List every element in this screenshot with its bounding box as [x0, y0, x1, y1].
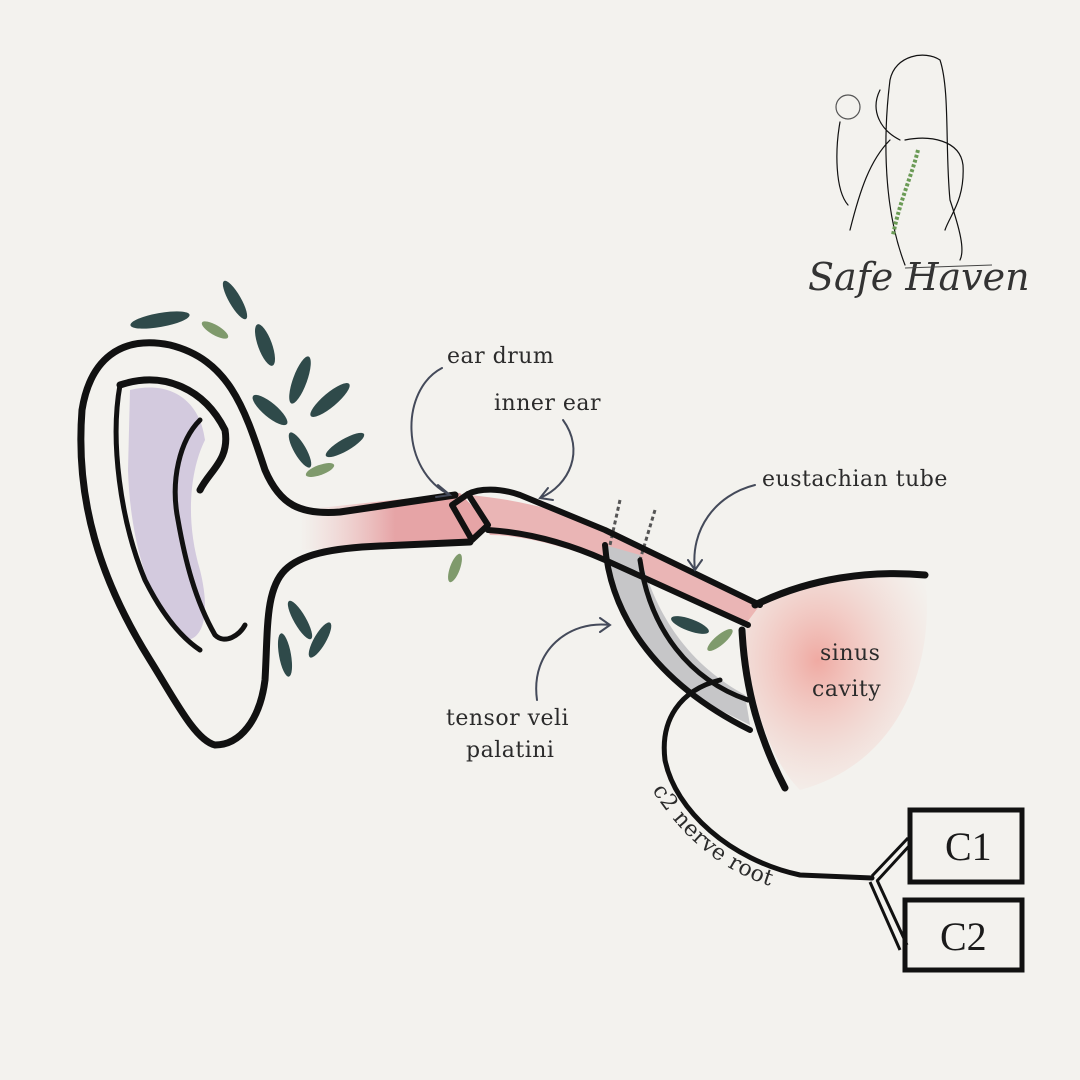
sinus-cavity-shading	[745, 573, 928, 790]
logo-text: Safe Haven	[808, 255, 1030, 299]
c2-box: C2	[902, 897, 1025, 973]
label-tensor-veli: tensor veli	[446, 706, 569, 731]
label-sinus: sinus	[820, 641, 880, 666]
c1-box: C1	[907, 807, 1025, 885]
label-c2-nerve-root: c2 nerve root	[647, 780, 777, 892]
inner-ear-arrow	[538, 419, 575, 501]
safe-haven-logo: Safe Haven	[808, 54, 1030, 299]
c2-label: C2	[940, 914, 987, 959]
label-palatini: palatini	[466, 738, 554, 763]
c1-label: C1	[945, 824, 992, 869]
nerve-branch-lines	[868, 836, 912, 951]
label-ear-drum: ear drum	[447, 344, 554, 369]
ear-outline	[77, 339, 474, 749]
ear-concha-shading	[128, 387, 205, 640]
middle-ear-structures	[449, 486, 929, 881]
eustachian-tube-arrow	[687, 484, 756, 572]
ear-drum-arrow	[410, 367, 453, 498]
ear-canal	[300, 493, 490, 550]
tensor-veli-palatini-arrow	[535, 617, 612, 701]
label-inner-ear: inner ear	[494, 391, 601, 416]
label-cavity: cavity	[812, 677, 881, 702]
label-eustachian-tube: eustachian tube	[762, 467, 948, 492]
leaf-decoration	[130, 280, 733, 677]
